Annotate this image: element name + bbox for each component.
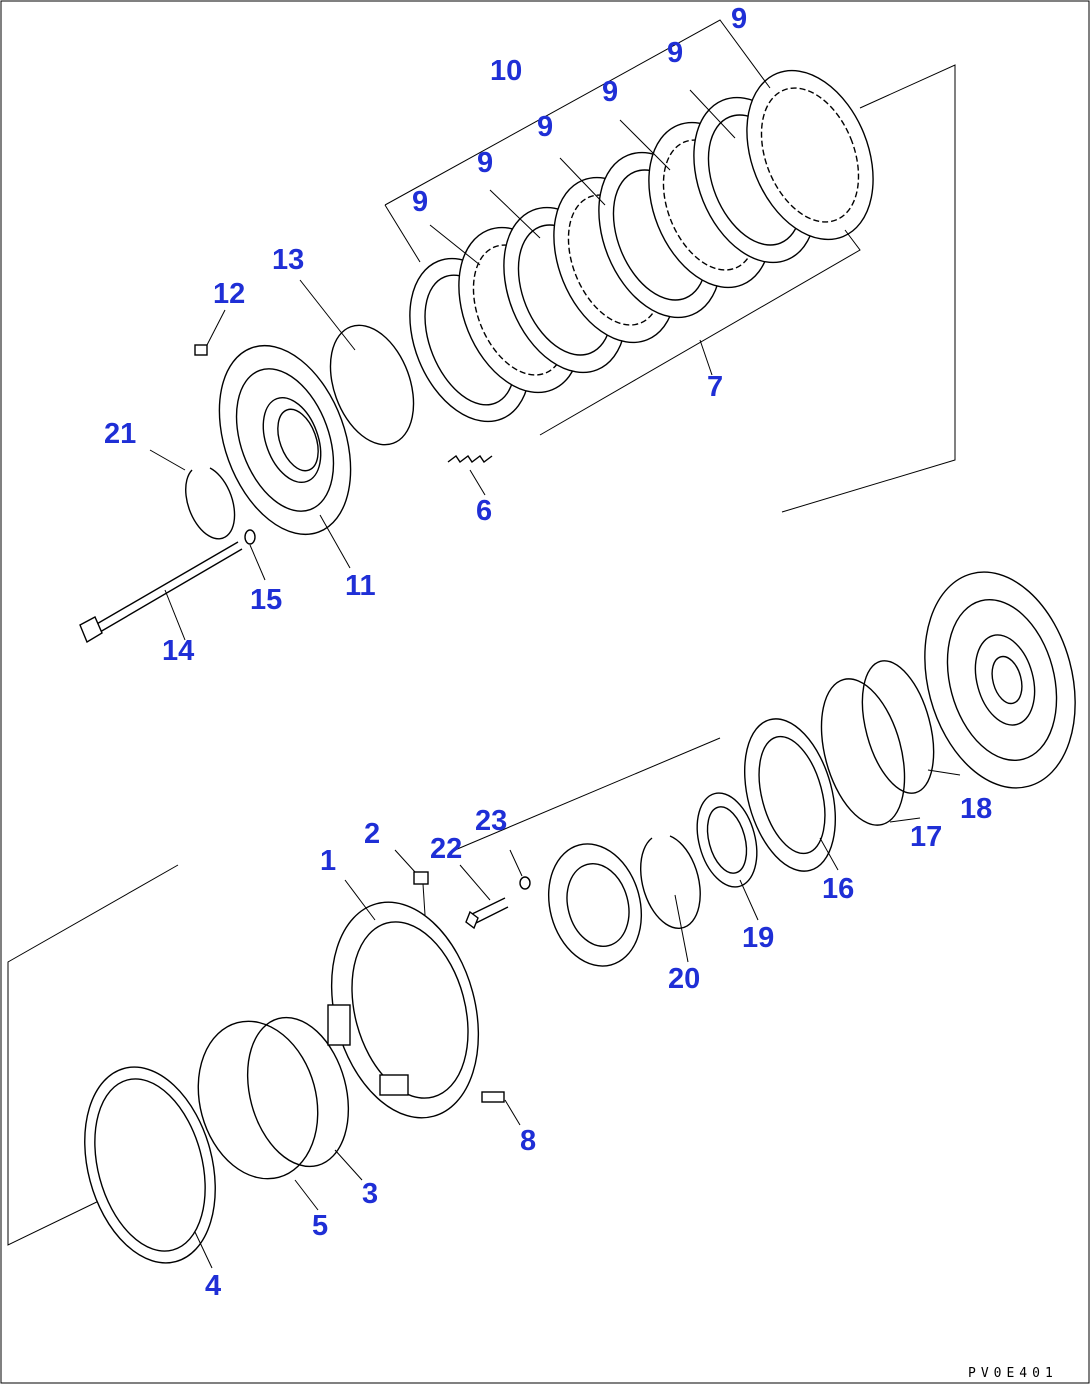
housing-1 xyxy=(327,901,480,1119)
washer-15 xyxy=(244,529,256,545)
piston-11 xyxy=(218,344,352,536)
callout-c15: 15 xyxy=(250,584,282,616)
callout-c19: 19 xyxy=(742,922,774,954)
seal-ring-13 xyxy=(329,324,415,446)
piston-lower xyxy=(547,843,643,967)
clutch-plate-stack xyxy=(409,69,874,423)
housing-outline-lower xyxy=(7,864,179,1246)
dowel-12 xyxy=(194,344,208,356)
callout-c11: 11 xyxy=(345,570,376,602)
seal-ring-3 xyxy=(246,1016,350,1168)
callout-c4: 4 xyxy=(205,1270,221,1302)
callout-c20: 20 xyxy=(668,963,700,995)
snap-ring-21 xyxy=(185,467,236,540)
seal-ring-18 xyxy=(861,660,935,794)
callout-c2: 2 xyxy=(364,818,380,850)
callout-c9b: 9 xyxy=(477,147,493,179)
bolt-22 xyxy=(469,897,509,926)
upper-assembly xyxy=(79,19,956,644)
callout-c6: 6 xyxy=(476,495,492,527)
callout-c9e: 9 xyxy=(667,37,683,69)
callout-c18: 18 xyxy=(960,793,992,825)
bracket-7 xyxy=(539,229,861,436)
callout-c23: 23 xyxy=(475,805,507,837)
callout-c8: 8 xyxy=(520,1125,536,1157)
lower-assembly xyxy=(7,571,1076,1269)
carrier-housing xyxy=(924,571,1076,789)
spring-19 xyxy=(696,792,758,888)
pin-8 xyxy=(481,1091,505,1103)
callout-c9d: 9 xyxy=(602,76,618,108)
callout-c9c: 9 xyxy=(537,111,553,143)
callout-c17: 17 xyxy=(910,821,942,853)
callout-c7: 7 xyxy=(707,371,723,403)
callout-c9f: 9 xyxy=(731,3,747,35)
plate-16 xyxy=(743,718,837,872)
callout-c5: 5 xyxy=(312,1210,328,1242)
callout-c16: 16 xyxy=(822,873,854,905)
washer-23 xyxy=(519,876,531,890)
dowel-2 xyxy=(413,871,429,885)
callout-c9a: 9 xyxy=(412,186,428,218)
ring-4 xyxy=(84,1066,216,1264)
bolt-14 xyxy=(79,541,243,644)
bracket-10 xyxy=(384,19,771,206)
callout-c22: 22 xyxy=(430,833,462,865)
callout-labels: 1234567899999910111213141516171819202122… xyxy=(104,3,992,1302)
callout-c14: 14 xyxy=(162,635,194,667)
housing-outline-upper xyxy=(781,64,956,513)
callout-c1: 1 xyxy=(320,845,336,877)
seal-ring-5 xyxy=(197,1020,319,1180)
snap-ring-20 xyxy=(640,835,701,929)
figure-code: PV0E401 xyxy=(968,1366,1058,1381)
callout-c3: 3 xyxy=(362,1178,378,1210)
callout-c10: 10 xyxy=(490,55,522,87)
seal-ring-17 xyxy=(820,678,906,826)
callout-c13: 13 xyxy=(272,244,304,276)
callout-c21: 21 xyxy=(104,418,136,450)
spring-6 xyxy=(447,454,493,464)
callout-c12: 12 xyxy=(213,278,245,310)
